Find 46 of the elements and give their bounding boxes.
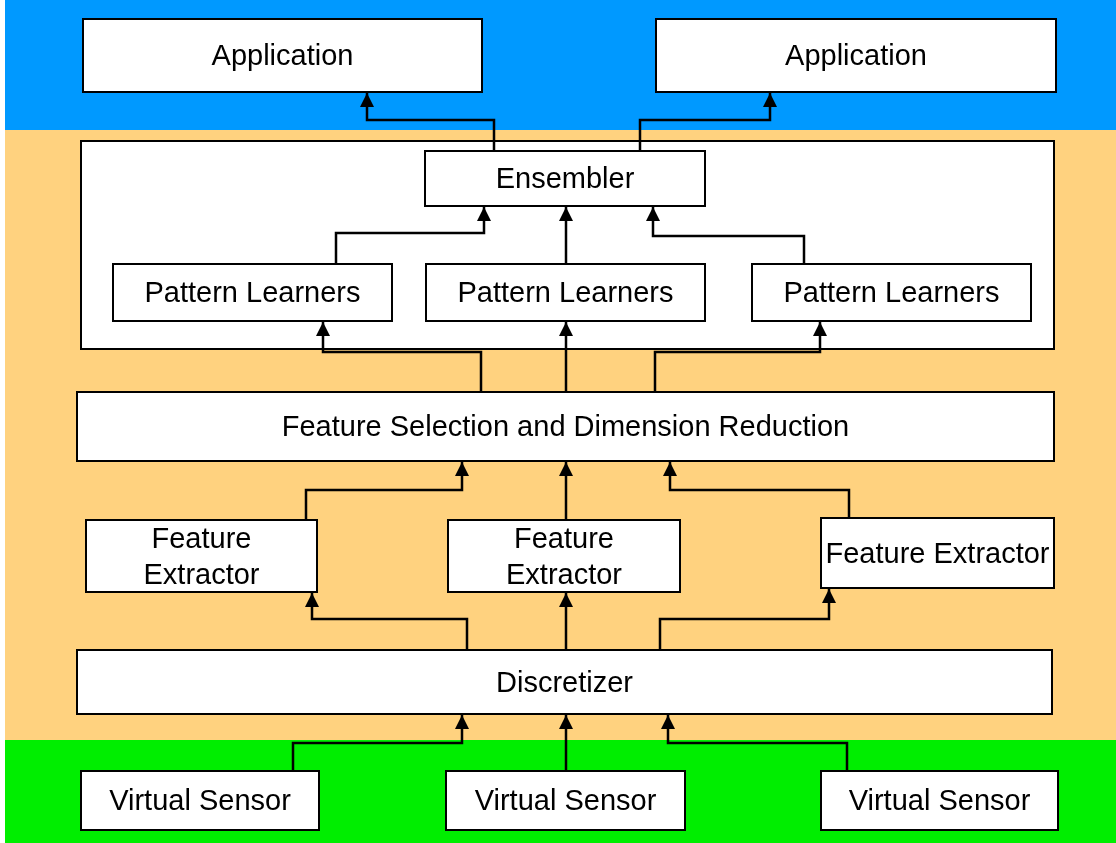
arrow <box>316 322 483 391</box>
arrow <box>360 93 496 150</box>
arrow <box>559 322 573 391</box>
arrow <box>305 593 469 649</box>
node-label: Feature Extractor <box>505 520 623 592</box>
node-label: Ensembler <box>495 161 635 197</box>
process-box <box>112 263 393 322</box>
arrow <box>646 207 806 263</box>
process-box <box>85 519 318 593</box>
node-label: Virtual Sensor <box>848 783 1031 819</box>
process-box <box>447 519 681 593</box>
node-label: Feature Extractor <box>825 535 1050 571</box>
process-box <box>655 18 1057 93</box>
node-label: Virtual Sensor <box>109 783 291 819</box>
process-box <box>425 263 706 322</box>
node-label: Feature Selection and Dimension Reduction <box>281 409 850 445</box>
arrow <box>663 462 851 517</box>
process-box <box>76 391 1055 462</box>
arrow <box>559 715 573 770</box>
node-label: Application <box>785 38 927 74</box>
arrow <box>661 715 849 770</box>
container-box <box>80 140 1055 350</box>
node-label: Discretizer <box>496 664 633 700</box>
arrow <box>658 589 836 649</box>
node-label: Virtual Sensor <box>474 783 657 819</box>
process-box <box>82 18 483 93</box>
process-box <box>424 150 706 207</box>
node-label: Pattern Learners <box>457 275 674 311</box>
arrow <box>559 462 573 519</box>
process-box <box>820 517 1055 589</box>
arrow <box>291 715 469 770</box>
arrow <box>638 93 777 150</box>
node-label: Pattern Learners <box>144 275 361 311</box>
arrow <box>334 207 491 263</box>
arrow <box>559 593 573 649</box>
process-box <box>80 770 320 831</box>
node-label: Feature Extractor <box>142 520 261 592</box>
arrow <box>304 462 469 519</box>
node-label: Application <box>211 38 354 74</box>
process-box <box>820 770 1059 831</box>
arrow <box>653 322 827 391</box>
process-box <box>76 649 1053 715</box>
process-box <box>751 263 1032 322</box>
arrow <box>559 207 573 263</box>
process-box <box>445 770 686 831</box>
node-label: Pattern Learners <box>783 275 1000 311</box>
